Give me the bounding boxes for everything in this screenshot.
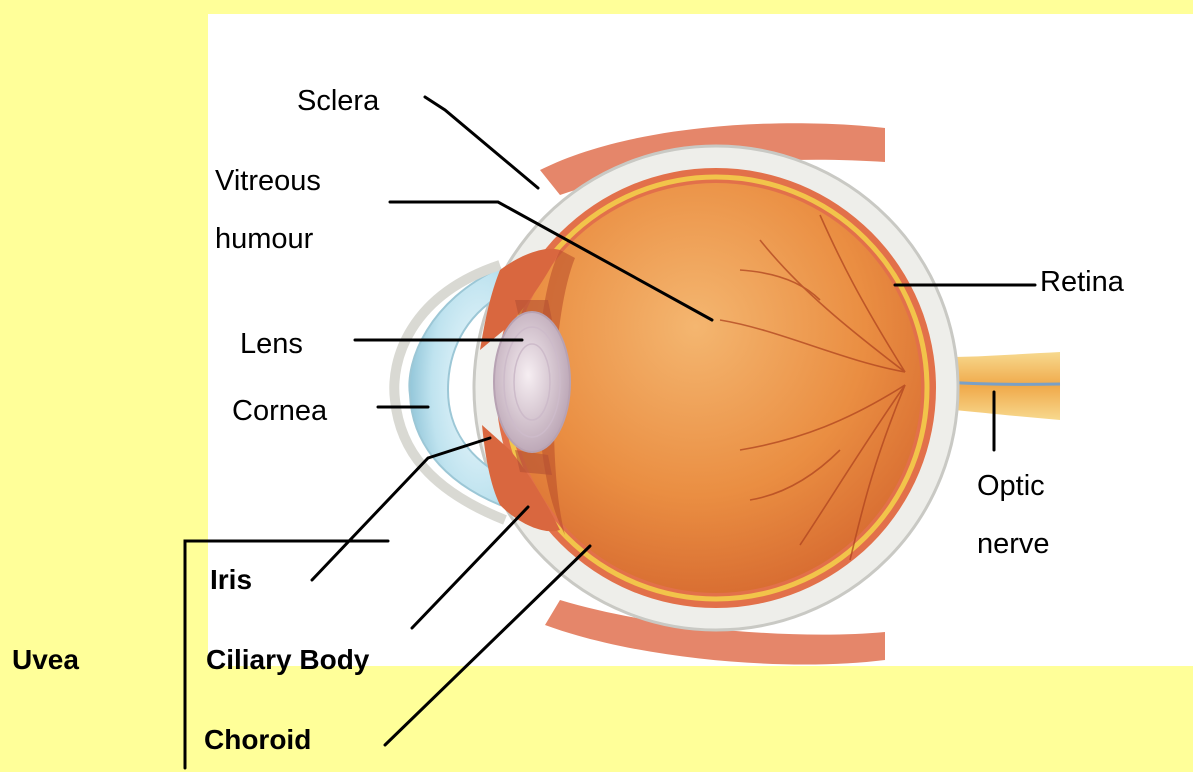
- ciliary-leader: [412, 507, 528, 628]
- vitreous-label-line2: humour: [215, 225, 313, 254]
- iris-label: Iris: [210, 566, 252, 594]
- uvea-label: Uvea: [12, 646, 79, 674]
- vitreous-label-line1: Vitreous: [215, 167, 321, 196]
- lens-label: Lens: [240, 330, 303, 359]
- retina-label: Retina: [1040, 268, 1124, 297]
- optic-nerve-label-line2: nerve: [977, 530, 1050, 559]
- cornea-label: Cornea: [232, 397, 327, 426]
- optic-nerve-label-line1: Optic: [977, 472, 1045, 501]
- choroid-leader: [385, 546, 590, 745]
- ciliary-body-label: Ciliary Body: [206, 646, 369, 674]
- sclera-label: Sclera: [297, 87, 379, 116]
- choroid-label: Choroid: [204, 726, 311, 754]
- sclera-leader: [425, 97, 538, 188]
- lens-shape: [494, 312, 570, 452]
